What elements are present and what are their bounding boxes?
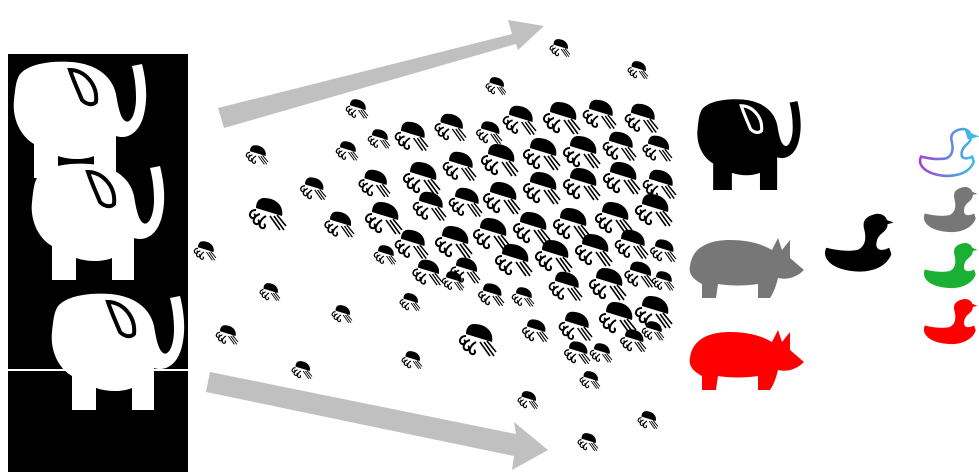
jellyfish-icon [604, 162, 640, 194]
jellyfish-icon [396, 230, 428, 259]
swan-icon [825, 214, 893, 272]
jellyfish-icon [512, 287, 534, 306]
jellyfish-icon [578, 433, 598, 451]
jellyfish-icon [628, 61, 648, 79]
jellyfish-icon [460, 324, 496, 356]
jellyfish-icon [368, 129, 390, 148]
jellyfish-icon [292, 361, 312, 379]
jellyfish-icon [404, 162, 440, 194]
jellyfish-icon [479, 283, 504, 305]
jellyfish-icon [544, 102, 580, 134]
jellyfish-icon [604, 132, 636, 161]
jellyfish-icon [194, 241, 216, 260]
arrow-up [218, 20, 544, 128]
jellyfish-icon [584, 100, 616, 129]
jellyfish-icon [486, 77, 506, 95]
jellyfish-icon [477, 121, 502, 143]
jellyfish-icon [651, 239, 676, 261]
jellyfish-icon [564, 168, 600, 200]
jellyfish-icon [246, 145, 268, 164]
jellyfish-icon [518, 391, 538, 409]
elephant-icon [697, 99, 800, 190]
jellyfish-icon [580, 371, 600, 389]
jellyfish-icon [474, 218, 510, 250]
jellyfish-icon [332, 305, 352, 323]
jellyfish-icon [590, 343, 612, 362]
jellyfish-icon [413, 260, 442, 286]
jellyfish-icon [625, 262, 654, 288]
elephant-icon [52, 294, 184, 410]
jellyfish-icon [652, 271, 674, 290]
jellyfish-icon [626, 104, 658, 133]
jellyfish-icon [301, 177, 326, 199]
jellyfish-icon [590, 268, 626, 300]
jellyfish-icon [216, 325, 238, 344]
jellyfish-icon [596, 202, 632, 234]
jellyfish-icon [564, 136, 600, 168]
jellyfish-icon [325, 212, 354, 238]
swan-icon [920, 129, 975, 176]
jellyfish-icon [436, 226, 472, 258]
jellyfish-icon [444, 152, 476, 181]
jellyfish-icon [366, 202, 402, 234]
jellyfish-icon [576, 234, 612, 266]
jellyfish-icon [359, 170, 390, 197]
jellyfish-icon [450, 188, 482, 217]
jellyfish-icon [396, 122, 428, 151]
jellyfish-icon [346, 99, 368, 118]
jellyfish-icon [336, 141, 358, 160]
jellyfish-icon [600, 302, 636, 334]
jellyfish-icon [414, 192, 446, 221]
jellyfish-icon [524, 172, 560, 204]
jellyfish-icon [523, 319, 548, 341]
jellyfish-icon [496, 244, 532, 276]
jellyfish-icon [524, 138, 560, 170]
jellyfish-icon [550, 39, 570, 57]
jellyfish-icon [260, 283, 280, 301]
jellyfish-icon [250, 198, 286, 230]
jellyfish-icon [616, 230, 648, 259]
jellyfish-icon [536, 240, 572, 272]
jellyfish-icon [554, 208, 590, 240]
rhino-icon [690, 238, 804, 298]
jellyfish-icon [484, 182, 520, 214]
jellyfish-icon [482, 144, 518, 176]
swan-icon [924, 187, 977, 232]
elephant-icon [14, 62, 146, 178]
jellyfish-icon [643, 136, 672, 162]
swan-icon [924, 243, 977, 288]
elephant-icon [32, 164, 164, 280]
jellyfish-icon [565, 341, 590, 363]
jellyfish-icon [435, 114, 466, 141]
arrow-down [206, 372, 548, 470]
jellyfish-icon [400, 293, 420, 311]
jellyfish-icon [402, 351, 422, 369]
jellyfish-icon [638, 411, 658, 429]
jellyfish-icon [514, 212, 550, 244]
rhino-icon [690, 330, 804, 390]
swan-icon [924, 299, 977, 344]
jellyfish-icon [560, 312, 592, 341]
jellyfish-icon [636, 194, 672, 226]
jellyfish-icon [374, 245, 396, 264]
jellyfish-icon [550, 272, 582, 301]
jellyfish-icon [504, 106, 536, 135]
